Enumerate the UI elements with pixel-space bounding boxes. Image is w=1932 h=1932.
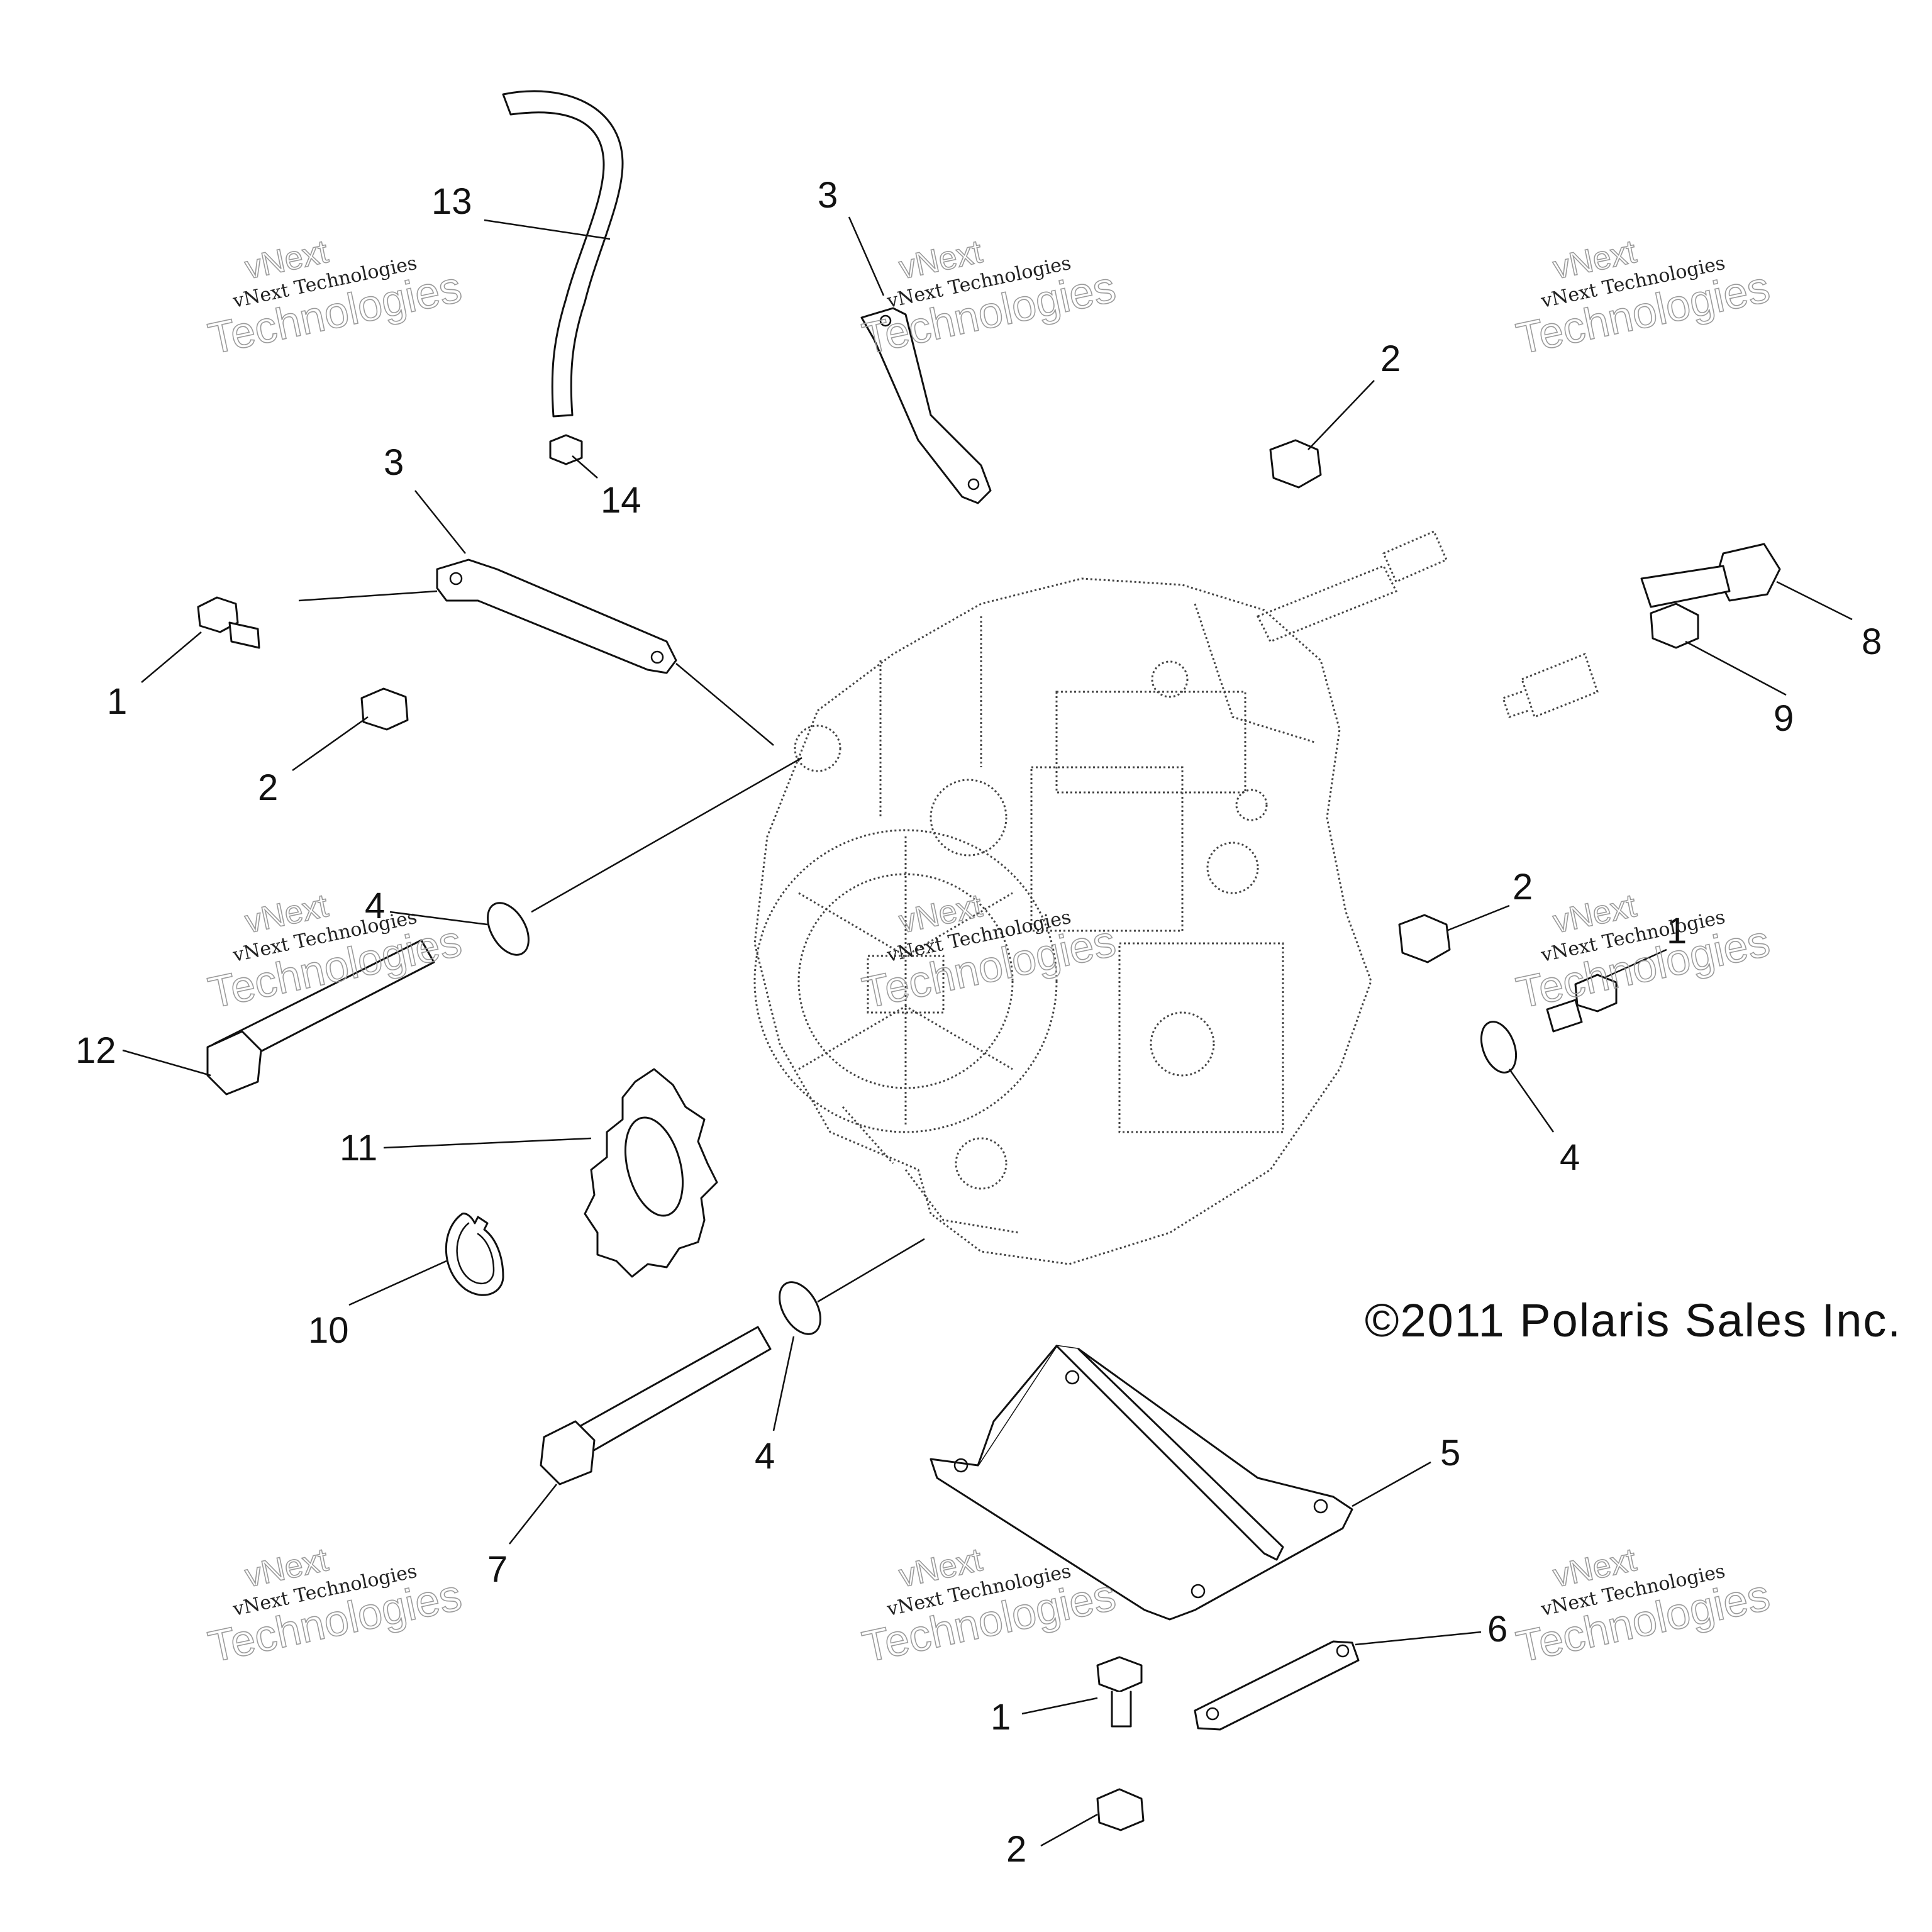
washer-left: [487, 902, 530, 956]
callout-2-upper-right: 2: [1380, 338, 1401, 379]
washer-right: [1480, 1021, 1518, 1074]
transmission-housing: [753, 530, 1599, 1265]
long-bolt-lower: [540, 1326, 772, 1485]
flange-bolt-upper-left: [197, 596, 260, 649]
callout-3-left: 3: [384, 442, 404, 483]
callout-7: 7: [487, 1549, 508, 1590]
flange-nut-left: [360, 687, 409, 731]
vent-hose: [502, 90, 624, 418]
callout-2-left: 2: [258, 767, 278, 808]
mount-strap: [1194, 1640, 1360, 1731]
watermark-bottom-left: vNext vNext Technologies Technologies: [204, 1541, 467, 1672]
watermark-mid-right: vNext vNext Technologies Technologies: [1512, 887, 1775, 1018]
callout-2-lower: 2: [1006, 1829, 1026, 1870]
callout-1-lower: 1: [991, 1697, 1011, 1738]
callout-4-right: 4: [1560, 1137, 1580, 1178]
flange-nut-lower: [1096, 1788, 1145, 1831]
watermark-top-right: vNext vNext Technologies Technologies: [1512, 233, 1775, 364]
watermark-top-left: vNext vNext Technologies Technologies: [204, 233, 467, 364]
callout-13: 13: [431, 181, 472, 222]
watermark-top-center: vNext vNext Technologies Technologies: [858, 233, 1121, 364]
callout-3-upper: 3: [818, 175, 838, 216]
callout-2-mid-right: 2: [1513, 867, 1533, 908]
callout-4-bottom: 4: [755, 1436, 775, 1477]
hex-bolt-right: [1640, 543, 1781, 608]
watermark-bottom-center: vNext vNext Technologies Technologies: [858, 1541, 1121, 1672]
flange-nut-upper-right: [1269, 439, 1322, 489]
washer-bottom: [779, 1281, 821, 1335]
long-bolt-upper: [206, 939, 435, 1096]
flange-nut-mid-right: [1398, 914, 1451, 963]
callout-1-mid-right: 1: [1667, 911, 1687, 952]
drive-sprocket: [584, 1068, 718, 1278]
callout-6: 6: [1487, 1609, 1507, 1650]
callout-8: 8: [1862, 621, 1882, 662]
callout-14: 14: [601, 480, 641, 521]
callout-numbers: 13 14 3 3 1 2 2 8 9 2 1 4 4 12 11 10 4 7…: [75, 175, 1882, 1870]
callout-12: 12: [75, 1030, 116, 1071]
flange-bolt-lower: [1096, 1656, 1143, 1728]
copyright-notice: ©2011 Polaris Sales Inc.: [1365, 1294, 1902, 1346]
bracket-upper: [860, 307, 992, 504]
callout-1-upper-left: 1: [107, 681, 127, 722]
callout-9: 9: [1774, 698, 1794, 739]
callout-11: 11: [340, 1128, 377, 1169]
callout-5: 5: [1440, 1433, 1460, 1474]
bracket-left: [436, 558, 677, 674]
leader-lines: [122, 216, 1853, 1847]
watermark-bottom-right: vNext vNext Technologies Technologies: [1512, 1541, 1775, 1672]
hex-nut-right: [1650, 602, 1699, 649]
callout-10: 10: [308, 1310, 349, 1351]
flange-bolt-mid-right: [1546, 974, 1618, 1033]
engine-mount-plate: [930, 1345, 1353, 1621]
callout-4-left: 4: [365, 886, 385, 926]
